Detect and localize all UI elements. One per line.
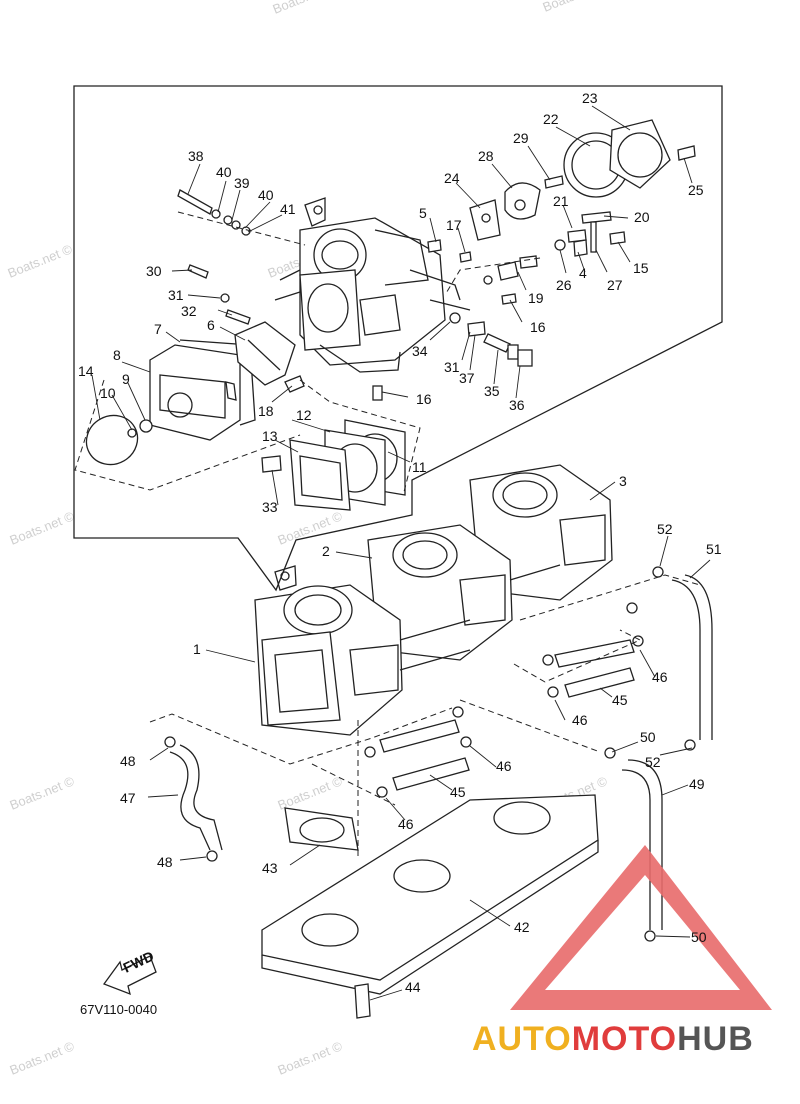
callout-22: 22 [543,111,559,127]
brand-triangle-logo [510,845,772,1010]
callout-49: 49 [689,776,705,792]
callout-15: 15 [633,260,649,276]
callout-4: 4 [579,265,587,281]
detail-left-cover [85,321,296,466]
callout-13: 13 [262,428,278,444]
callout-1: 1 [193,641,201,657]
callout-38: 38 [188,148,204,164]
callout-37: 37 [459,370,475,386]
callout-45a: 45 [612,692,628,708]
brand-part-auto: AUTO [472,1020,572,1058]
callout-20: 20 [634,209,650,225]
detail-small-parts [177,119,696,401]
callout-25: 25 [688,182,704,198]
callout-23: 23 [582,90,598,106]
callout-50a: 50 [640,729,656,745]
callout-46d: 46 [398,816,414,832]
callout-41: 41 [280,201,296,217]
callout-52b: 52 [645,754,661,770]
callout-11: 11 [412,459,427,475]
callout-39: 39 [234,175,250,191]
callout-18: 18 [258,403,274,419]
callout-9: 9 [122,371,130,387]
callout-16b: 16 [416,391,432,407]
hoses-and-clamps [164,566,713,942]
brand-part-hub: HUB [677,1020,754,1058]
callout-51: 51 [706,541,722,557]
callout-5: 5 [419,205,427,221]
callout-leaders [91,105,711,1001]
watermark: Boats.net © [6,241,75,281]
callout-44: 44 [405,979,421,995]
watermark: Boats.net © [8,508,77,548]
callout-40a: 40 [216,164,232,180]
callout-14: 14 [78,363,94,379]
callout-31b: 31 [444,359,460,375]
callout-7: 7 [154,321,162,337]
detail-inset-frame [73,85,723,592]
callout-29: 29 [513,130,529,146]
callout-46b: 46 [652,669,668,685]
callout-17: 17 [446,217,462,233]
callout-16a: 16 [530,319,546,335]
callout-2: 2 [322,543,330,559]
callout-21: 21 [553,193,569,209]
detail-gaskets [261,419,406,511]
callout-48a: 48 [120,753,136,769]
callout-31a: 31 [168,287,184,303]
callout-12: 12 [296,407,312,423]
watermark: Boats.net © [276,773,345,813]
drawing-code: 67V110-0040 [80,1002,158,1017]
callout-24: 24 [444,170,460,186]
callout-30: 30 [146,263,162,279]
watermark: Boats.net © [271,0,340,17]
callout-42: 42 [514,919,530,935]
callout-10: 10 [100,385,116,401]
watermark: Boats.net © [276,1038,345,1078]
watermark: Boats.net © [8,1038,77,1078]
watermark: Boats.net © [276,508,345,548]
callout-46c: 46 [496,758,512,774]
carb-assembly [254,464,613,736]
callout-34: 34 [412,343,428,359]
callout-8: 8 [113,347,121,363]
callout-3: 3 [619,473,627,489]
callout-46a: 46 [572,712,588,728]
brand-part-moto: MOTO [571,1020,678,1058]
callout-26: 26 [556,277,572,293]
watermark: Boats.net © [8,773,77,813]
callout-47: 47 [120,790,136,806]
brand-logo-text: AUTOMOTOHUB [472,1020,754,1059]
callouts: 1 2 3 4 5 6 7 8 9 10 11 12 13 14 15 16 1… [78,90,722,995]
callout-32: 32 [181,303,197,319]
callout-6: 6 [207,317,215,333]
callout-40b: 40 [258,187,274,203]
fwd-arrow-icon: FWD [102,948,157,996]
callout-27: 27 [607,277,623,293]
callout-19: 19 [528,290,544,306]
intake-manifold [261,794,599,1019]
watermark: Boats.net © [541,0,610,15]
detail-carburetor [274,197,471,373]
callout-36: 36 [509,397,525,413]
callout-52a: 52 [657,521,673,537]
callout-28: 28 [478,148,494,164]
callout-35: 35 [484,383,500,399]
callout-43: 43 [262,860,278,876]
callout-45b: 45 [450,784,466,800]
callout-48b: 48 [157,854,173,870]
callout-33: 33 [262,499,278,515]
callout-50b: 50 [691,929,707,945]
